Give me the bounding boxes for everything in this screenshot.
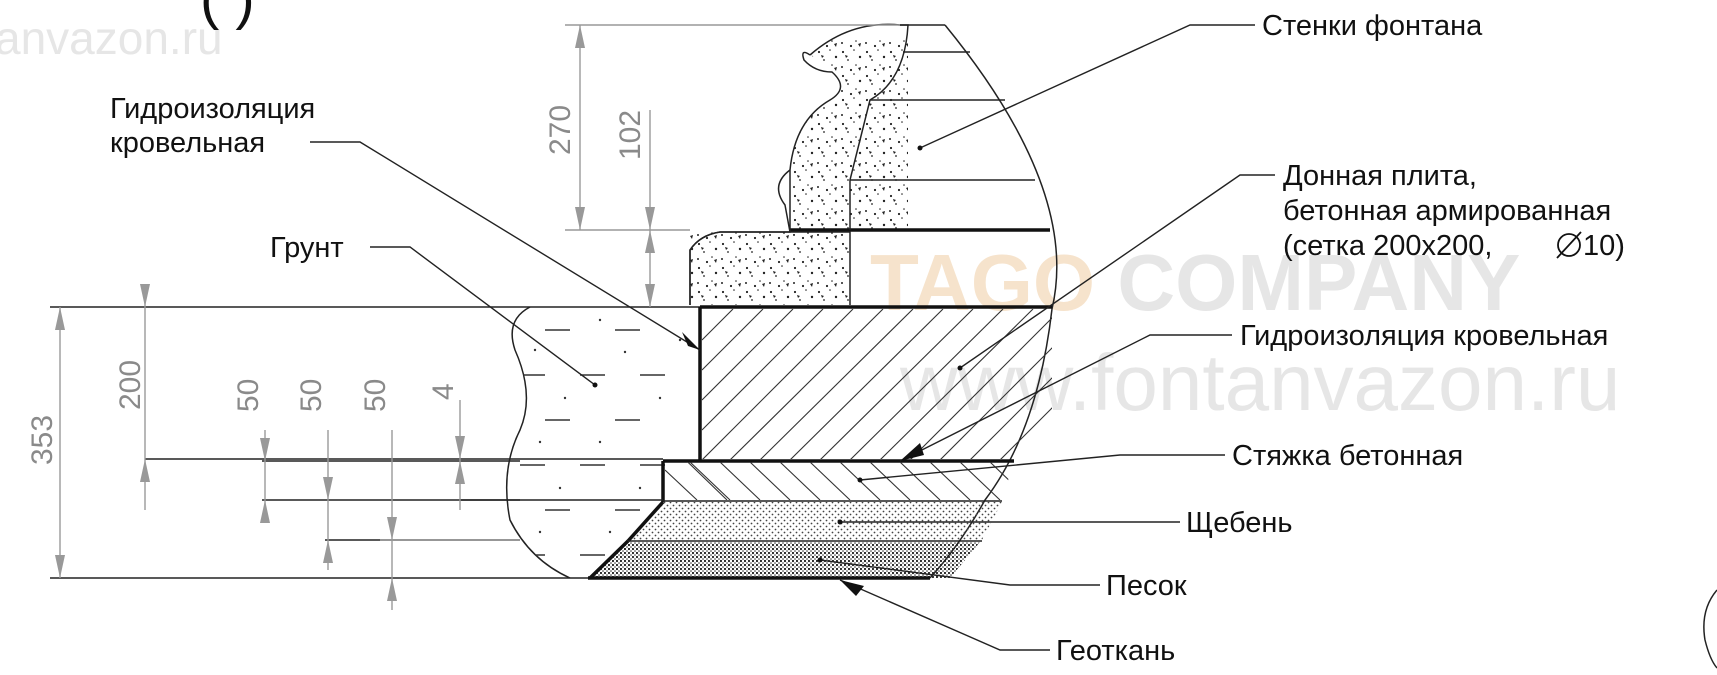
watermark-url: www.fontanvazon.ru <box>899 338 1620 427</box>
label-screed: Стяжка бетонная <box>1232 440 1463 472</box>
dim-353: 353 <box>26 415 59 465</box>
label-geotextile: Геоткань <box>1056 635 1175 667</box>
dim-200: 200 <box>114 360 147 410</box>
sand-layer <box>588 539 980 580</box>
label-waterproofing-right: Гидроизоляция кровельная <box>1240 320 1608 352</box>
fountain-wall <box>689 23 1058 579</box>
soil-break-line <box>505 306 571 579</box>
wall-base-concrete-fill <box>690 232 850 305</box>
bottom-slab <box>698 305 1052 461</box>
gravel-layer <box>626 500 1002 543</box>
soil-hatching <box>520 318 682 556</box>
diameter-icon <box>1556 231 1582 259</box>
corner-fragment-curve <box>1703 589 1717 669</box>
concrete-screed <box>661 461 1012 502</box>
watermark-corner-url: anvazon.ru <box>0 12 223 64</box>
callout-labels: Стенки фонтана Гидроизоляция кровельная … <box>110 10 1625 667</box>
label-bottom-slab-diam: 10) <box>1583 230 1625 262</box>
label-bottom-slab-3: (сетка 200х200, <box>1283 230 1492 262</box>
soil-layer <box>505 306 682 579</box>
dim-50-b: 50 <box>295 379 328 412</box>
label-waterproofing-top-2: кровельная <box>110 127 265 159</box>
watermarks: anvazon.ru ( ) TAGO COMPANY www.fontanva… <box>0 0 1620 427</box>
label-bottom-slab-2: бетонная армированная <box>1283 195 1611 227</box>
dimension-lines <box>55 24 900 610</box>
label-sand: Песок <box>1106 570 1187 602</box>
dim-50-c: 50 <box>359 379 392 412</box>
label-walls: Стенки фонтана <box>1262 10 1483 42</box>
dim-4: 4 <box>427 383 460 400</box>
dim-270: 270 <box>544 105 577 155</box>
label-waterproofing-top: Гидроизоляция <box>110 93 315 125</box>
dimension-texts: 270 102 353 200 50 50 50 4 <box>26 105 647 465</box>
label-gravel: Щебень <box>1186 507 1293 539</box>
watermark-title-fragment: ( ) <box>200 0 255 31</box>
watermark-brand: TAGO COMPANY <box>870 238 1520 327</box>
label-bottom-slab-1: Донная плита, <box>1283 160 1477 192</box>
label-soil: Грунт <box>270 232 344 264</box>
wall-concrete-fill <box>780 40 908 235</box>
dim-50-a: 50 <box>232 379 265 412</box>
dim-102: 102 <box>614 110 647 160</box>
leader-lines <box>310 24 1275 651</box>
